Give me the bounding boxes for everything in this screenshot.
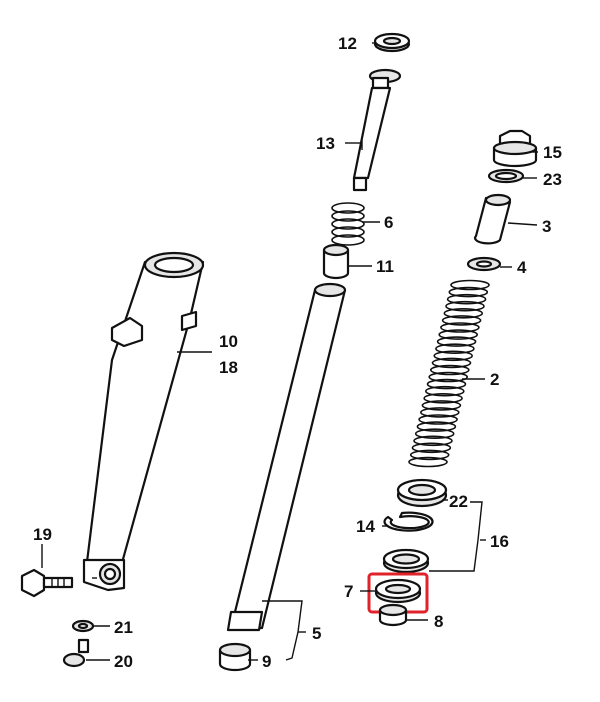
part-20-drain-screw[interactable]: [62, 638, 90, 668]
part-19-bolt[interactable]: [20, 568, 74, 598]
callout-6: 6: [384, 213, 393, 232]
spring-coil: [450, 279, 490, 291]
callout-2: 2: [490, 370, 499, 389]
part-13-damper-rod[interactable]: [352, 68, 402, 192]
callout-11: 11: [376, 257, 394, 276]
spring-coil: [413, 435, 453, 447]
callout-8: 8: [434, 612, 443, 631]
callout-16: 16: [490, 532, 509, 551]
part-4-washer[interactable]: [466, 256, 502, 272]
callout-20: 20: [114, 652, 133, 671]
callout-5: 5: [312, 624, 321, 643]
part-3-spacer[interactable]: [474, 193, 512, 245]
part-15-cap-bolt[interactable]: [492, 129, 538, 168]
callout-labels: 12 13 15 23 6 3 11 4 10 18 2 22 14 16 19…: [33, 34, 562, 671]
spring-coil: [438, 329, 479, 340]
part-12-seal[interactable]: [373, 32, 411, 53]
spring-coil: [429, 364, 470, 376]
callout-13: 13: [316, 134, 335, 153]
spring-coil: [418, 414, 458, 425]
part-7-bushing[interactable]: [374, 578, 422, 604]
spring-coil: [416, 421, 457, 432]
part-21-washer[interactable]: [71, 619, 95, 633]
spring-coil: [446, 293, 487, 305]
part-2-fork-spring[interactable]: [408, 279, 490, 468]
spring-coil: [411, 442, 452, 454]
spring-coil: [426, 378, 467, 390]
callout-19: 19: [33, 525, 52, 544]
callout-4: 4: [517, 258, 527, 277]
spring-coil: [443, 307, 484, 319]
spring-coil: [419, 407, 460, 418]
callout-7: 7: [344, 582, 353, 601]
spring-coil: [409, 449, 450, 461]
spring-coil: [431, 357, 472, 369]
callout-23: 23: [543, 170, 562, 189]
part-9-bushing[interactable]: [218, 642, 252, 672]
spring-coil: [448, 286, 489, 298]
spring-coil: [441, 315, 482, 326]
callout-9: 9: [262, 652, 271, 671]
callout-21: 21: [114, 618, 133, 637]
part-6-rebound-spring[interactable]: [331, 202, 365, 246]
part-22-oil-seal[interactable]: [396, 478, 448, 508]
spring-coil: [435, 343, 475, 355]
part-14-clip-ring[interactable]: [383, 511, 434, 532]
part-23-o-ring[interactable]: [487, 168, 525, 184]
spring-coil: [428, 371, 469, 383]
part-5-inner-fork-tube[interactable]: [226, 282, 347, 632]
callout-15: 15: [543, 143, 562, 162]
spring-coil: [436, 336, 477, 347]
spring-coil: [414, 428, 455, 440]
callout-3: 3: [542, 217, 551, 236]
leader-lines: [41, 42, 538, 661]
callout-18: 18: [219, 358, 238, 377]
callout-10: 10: [219, 332, 238, 351]
callout-12: 12: [338, 34, 357, 53]
spring-coil: [408, 456, 448, 468]
spring-coil: [424, 385, 465, 397]
callout-22: 22: [449, 492, 468, 511]
part-16-washer[interactable]: [382, 548, 430, 574]
spring-coil: [445, 300, 485, 312]
callout-14: 14: [356, 517, 375, 536]
part-11-piston[interactable]: [322, 243, 350, 280]
spring-coil: [433, 350, 474, 362]
part-10-outer-slider[interactable]: [82, 251, 205, 592]
spring-coil: [423, 392, 463, 404]
spring-coil: [440, 322, 480, 333]
spring-coil: [421, 400, 462, 411]
part-8-guide-bushing[interactable]: [378, 603, 408, 627]
